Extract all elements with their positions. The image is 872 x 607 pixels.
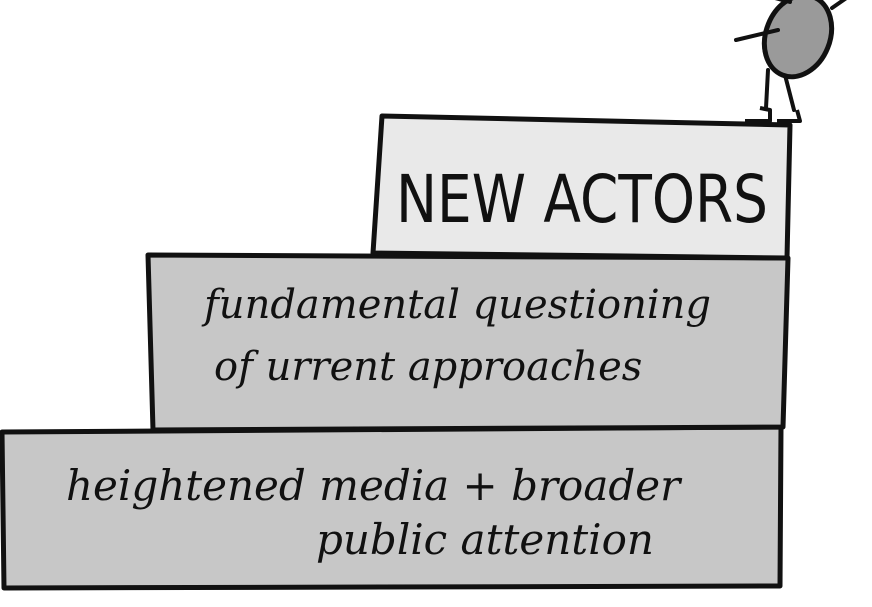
step-bottom-line1: heightened media + broader	[66, 461, 683, 510]
step-middle: fundamental questioning of urrent approa…	[145, 252, 791, 433]
step-top-box	[370, 113, 793, 261]
step-top: NEW ACTORS	[370, 113, 793, 261]
step-bottom-line2: public attention	[316, 515, 654, 564]
step-bottom: heightened media + broader public attent…	[0, 424, 784, 591]
stick-figure-icon	[734, 0, 848, 123]
step-middle-line2: of urrent approaches	[214, 344, 642, 390]
step-top-label: NEW ACTORS	[396, 161, 768, 238]
step-middle-line1: fundamental questioning	[201, 282, 711, 328]
